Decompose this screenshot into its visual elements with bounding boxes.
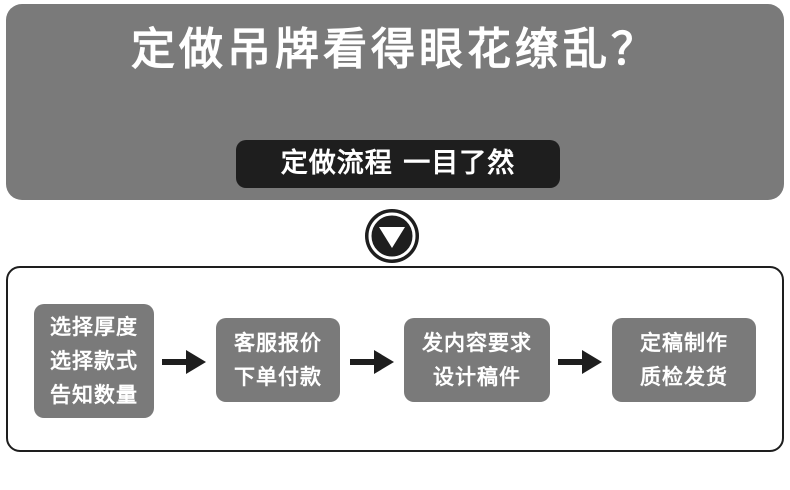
arrow-right-icon: [162, 350, 206, 374]
step-line: 告知数量: [50, 383, 138, 407]
step-line: 选择厚度: [50, 315, 138, 339]
arrow-right-icon: [350, 350, 394, 374]
step-line: 客服报价: [234, 331, 322, 355]
step-line: 设计稿件: [433, 365, 521, 389]
header-banner: 定做吊牌看得眼花缭乱？ 定做流程 一目了然: [6, 4, 784, 200]
step-line: 定稿制作: [640, 331, 728, 355]
step-send-requirements: 发内容要求 设计稿件: [404, 318, 550, 402]
step-line: 选择款式: [50, 349, 138, 373]
step-line: 发内容要求: [422, 331, 532, 355]
step-production-shipping: 定稿制作 质检发货: [612, 318, 756, 402]
triangle-down-icon: [365, 209, 419, 263]
arrow-right-icon: [558, 350, 602, 374]
headline: 定做吊牌看得眼花缭乱？: [131, 24, 659, 75]
step-line: 下单付款: [234, 365, 322, 389]
step-select-options: 选择厚度 选择款式 告知数量: [34, 304, 154, 418]
step-line: 质检发货: [640, 365, 728, 389]
step-quote-payment: 客服报价 下单付款: [216, 318, 340, 402]
subhead-pill: 定做流程 一目了然: [236, 140, 560, 188]
